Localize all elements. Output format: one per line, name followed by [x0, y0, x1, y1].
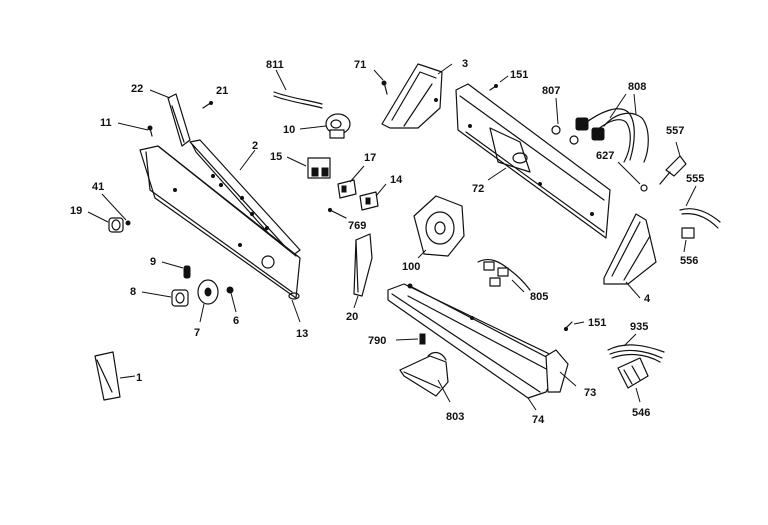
- callout-14: 14: [390, 174, 403, 186]
- part-15-switch: [286, 156, 331, 179]
- callout-17: 17: [364, 152, 376, 164]
- callout-151-bottom: 151: [588, 317, 606, 329]
- part-803-switch-assembly: [399, 351, 451, 403]
- callout-11: 11: [100, 117, 112, 129]
- part-17-switch: [337, 165, 365, 199]
- callout-811: 811: [266, 59, 284, 71]
- part-73-end-trim: [545, 349, 577, 393]
- part-7-dial: [197, 279, 219, 323]
- callout-21: 21: [216, 85, 228, 97]
- part-11-screw: [117, 122, 153, 137]
- callout-7: 7: [194, 327, 200, 339]
- callout-73: 73: [584, 387, 596, 399]
- part-74-console-top: [387, 283, 563, 411]
- callout-556: 556: [680, 255, 698, 267]
- callout-807: 807: [542, 85, 560, 97]
- part-71-screw: [373, 69, 388, 95]
- part-6-clip: [226, 286, 237, 313]
- callout-555: 555: [686, 173, 704, 185]
- part-9-spring: [161, 261, 191, 279]
- part-627-screw: [617, 161, 648, 192]
- part-790-screw: [395, 333, 426, 345]
- callout-20: 20: [346, 311, 358, 323]
- part-805-harness: [477, 258, 531, 293]
- callout-2: 2: [252, 140, 258, 152]
- part-20-end-cap: [353, 233, 373, 309]
- callout-6: 6: [233, 315, 239, 327]
- callout-9: 9: [150, 256, 156, 268]
- part-811-hose: [273, 69, 323, 109]
- callout-808: 808: [628, 81, 646, 93]
- callout-74: 74: [532, 414, 545, 426]
- part-807-grommets: [551, 97, 579, 145]
- callout-10: 10: [283, 124, 295, 136]
- part-8-knob: [141, 289, 189, 307]
- callout-805: 805: [530, 291, 548, 303]
- callout-1: 1: [136, 372, 142, 384]
- callout-769: 769: [348, 220, 366, 232]
- callout-627: 627: [596, 150, 614, 162]
- part-21-screw: [202, 101, 213, 109]
- callout-935: 935: [630, 321, 648, 333]
- part-555-wire: [679, 185, 721, 229]
- part-557-switch: [659, 141, 687, 185]
- part-546-connector-block: [617, 357, 649, 403]
- callout-41: 41: [92, 181, 104, 193]
- callout-790: 790: [368, 335, 386, 347]
- callout-72: 72: [472, 183, 484, 195]
- part-10-pressure-switch: [299, 113, 351, 139]
- part-41-spring: [101, 193, 131, 226]
- callout-4: 4: [644, 293, 651, 305]
- callout-8: 8: [130, 286, 136, 298]
- callout-546: 546: [632, 407, 650, 419]
- callout-13: 13: [296, 328, 308, 340]
- callout-100: 100: [402, 261, 420, 273]
- callout-71: 71: [354, 59, 366, 71]
- callout-22: 22: [131, 83, 143, 95]
- part-151-screw-bottom: [563, 321, 585, 332]
- part-14-switch: [359, 183, 387, 211]
- part-3-end-bracket: [381, 63, 453, 129]
- callout-557: 557: [666, 125, 684, 137]
- callout-803: 803: [446, 411, 464, 423]
- callout-151-top: 151: [510, 69, 528, 81]
- part-22-bracket: [149, 89, 191, 147]
- callout-15: 15: [270, 151, 282, 163]
- part-556-connector: [681, 227, 695, 253]
- part-100-timer: [413, 195, 465, 259]
- part-808-hoses: [575, 93, 649, 163]
- part-151-screw-top: [489, 75, 509, 91]
- callout-19: 19: [70, 205, 82, 217]
- part-13-console-front: [139, 145, 301, 323]
- part-72-backsplash: [455, 83, 611, 239]
- callout-3: 3: [462, 58, 468, 70]
- part-19-knob: [87, 211, 124, 233]
- part-769-wire: [327, 207, 347, 219]
- part-4-end-bracket: [603, 213, 657, 299]
- part-935-wire-harness: [607, 333, 665, 363]
- part-1-manual: [94, 351, 136, 401]
